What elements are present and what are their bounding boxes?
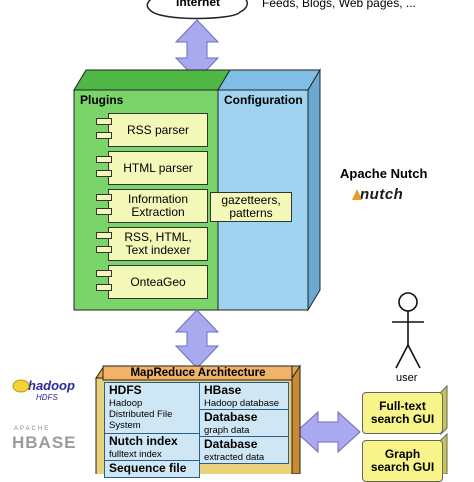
double-arrow-icon [295,410,361,454]
plugin-label: OnteaGeo [130,274,186,289]
plugin-connector [96,156,112,163]
brand-name: Apache Nutch [340,166,428,181]
mr-cell-subtitle: graph data [204,425,250,436]
plugin-connector [96,232,112,239]
mr-cell-title: Nutch index [109,434,178,448]
double-arrow-icon [174,309,220,369]
plugin-connector [96,284,112,291]
plugin-connector [96,132,112,139]
plugin-connector [96,194,112,201]
plugin-label: HTML parser [123,160,193,175]
plugin-information-extraction: Information Extraction [108,189,208,223]
plugin-indexer: RSS, HTML, Text indexer [108,227,208,261]
hadoop-logo: hadoop [28,378,75,393]
mr-cell-subtitle: extracted data [204,452,265,463]
hbase-logo-top: APACHE [14,426,51,432]
configuration-title: Configuration [224,93,303,107]
plugin-connector [96,208,112,215]
plugin-label: RSS parser [126,122,190,137]
graph-search-gui: Graph search GUI [362,440,443,482]
plugin-label: Information Extraction [127,192,189,219]
user-label: user [396,372,418,384]
sources-label: Feeds, Blogs, Web pages, ... [262,0,416,10]
cloud-label: Internet [176,0,221,9]
mr-cell-database-graph: Database graph data [199,409,289,437]
nutch-logo-mark [352,189,362,200]
plugin-html-parser: HTML parser [108,151,208,185]
mr-cell-hdfs: HDFS Hadoop Distributed File System [104,382,200,434]
plugin-label: RSS, HTML, Text indexer [124,230,192,257]
mapreduce-title: MapReduce Architecture [130,367,266,379]
plugin-connector [96,118,112,125]
plugin-connector [96,270,112,277]
fulltext-search-gui: Full-text search GUI [362,392,443,434]
mr-cell-title: Database [204,437,258,451]
mr-cell-subtitle: Hadoop database [204,398,280,409]
mr-cell-title: HDFS [109,383,142,397]
mr-cell-subtitle: fulltext index [109,449,162,460]
mr-cell-nutch-index: Nutch index fulltext index [104,433,200,461]
config-label: gazetteers, patterns [221,193,281,220]
plugins-title: Plugins [80,93,124,107]
mr-cell-database-extracted: Database extracted data [199,436,289,464]
plugin-connector [96,170,112,177]
plugin-onteageo: OnteaGeo [108,265,208,299]
plugin-rss-parser: RSS parser [108,113,208,147]
mr-cell-subtitle: Hadoop Distributed File System [109,398,173,431]
cloud-icon [146,0,248,20]
hbase-logo: HBASE [12,433,77,452]
mr-cell-hbase: HBase Hadoop database [199,382,289,410]
mr-cell-title: Database [204,410,258,424]
plugin-connector [96,246,112,253]
user-stick-figure-icon [392,292,424,369]
mr-cell-title: Sequence file [109,461,187,475]
hadoop-logo-sub: HDFS [36,393,58,402]
gui-label: Full-text search GUI [370,399,435,426]
nutch-logo: nutch [360,186,404,203]
mr-cell-sequence-file: Sequence file [104,460,200,478]
config-gazetteers-box: gazetteers, patterns [210,192,292,222]
mr-cell-title: HBase [204,383,242,397]
gui-label: Graph search GUI [370,447,435,474]
hadoop-elephant-icon [12,379,30,393]
